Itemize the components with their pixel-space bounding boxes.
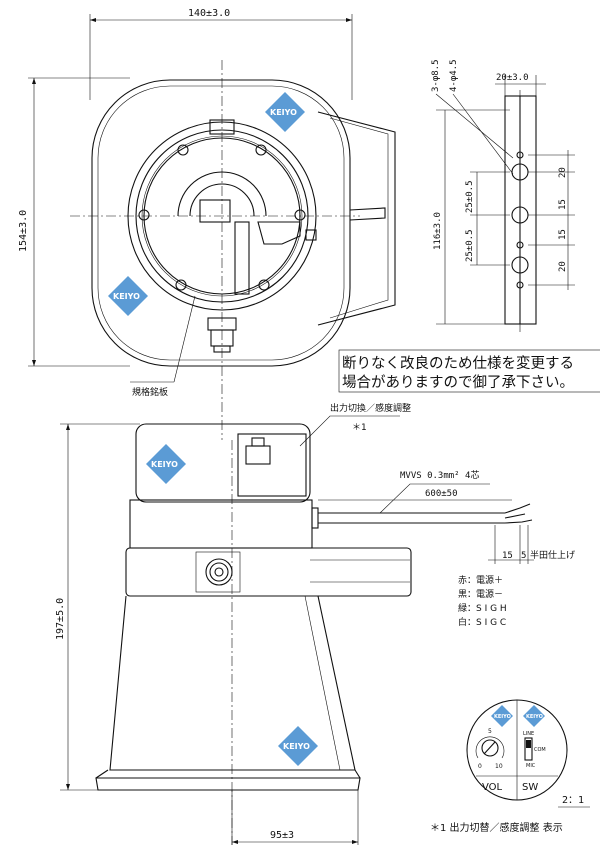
hole-label-b: 4-φ4.5 [449, 59, 459, 92]
keiyo-logo-detail-2: KEIYO [523, 705, 545, 727]
wire-green: 緑：S I G H [458, 602, 507, 614]
svg-text:KEIYO: KEIYO [283, 742, 310, 751]
wire-red: 赤：電源＋ [458, 575, 503, 586]
bracket-width-dim: 20±3.0 [496, 73, 529, 83]
switch-label: 出力切換／感度調整 [330, 402, 411, 414]
top-view: 140±3.0 154±3.0 [18, 8, 396, 440]
strip-dim-a: 15 [502, 551, 513, 561]
bracket-seg-dim-2: 15 [558, 199, 568, 210]
side-view: 197±5.0 出力切換／感度調整 ＊1 MVVS 0.3mm² 4芯 600±… [55, 402, 575, 845]
nameplate-label: 規格銘板 [132, 386, 168, 398]
bracket-seg-dim-4: 20 [558, 261, 568, 272]
sw-switch [524, 737, 533, 761]
mic-label: MIC [526, 763, 536, 769]
svg-text:KEIYO: KEIYO [526, 714, 543, 720]
bracket-seg-dim-3: 15 [558, 229, 568, 240]
notice-box: 断りなく改良のため仕様を変更する 場合がありますので御了承下さい。 [338, 349, 600, 393]
mouth-dim: 95±3 [270, 830, 294, 841]
cable-spec: MVVS 0.3mm² 4芯 [400, 469, 479, 481]
bracket-seg-dim-1: 20 [558, 167, 568, 178]
vol-dial [481, 739, 499, 757]
bracket-pitch-dim-a: 25±0.5 [465, 180, 475, 213]
top-height-dim: 154±3.0 [18, 210, 29, 252]
keiyo-logo-detail-1: KEIYO [491, 705, 513, 727]
side-height-dim: 197±5.0 [55, 598, 66, 640]
line-label: LINE [523, 731, 534, 737]
detail-footnote: ＊1 出力切替／感度調整 表示 [430, 821, 563, 834]
top-width-dim: 140±3.0 [188, 8, 230, 19]
sw-label: SW [522, 782, 538, 793]
svg-text:KEIYO: KEIYO [151, 460, 178, 469]
keiyo-logo-horn: KEIYO [278, 726, 318, 766]
switch-ref: ＊1 [352, 423, 367, 433]
hole-label-a: 3-φ8.5 [431, 59, 441, 92]
svg-text:KEIYO: KEIYO [494, 714, 511, 720]
dial-mark-10: 10 [495, 763, 503, 770]
bracket-total-dim: 116±3.0 [433, 212, 443, 250]
detail-view: KEIYO KEIYO 5 0 10 LINE COM MIC VOL SW 2… [430, 699, 590, 834]
bracket-pitch-dim-b: 25±0.5 [465, 229, 475, 262]
wire-white: 白：S I G C [458, 616, 506, 628]
detail-scale: 2：1 [562, 795, 584, 806]
dial-mark-0: 0 [478, 763, 482, 770]
bracket-view: 3-φ8.5 4-φ4.5 20±3.0 116±3.0 25±0.5 25±0… [431, 59, 575, 332]
com-label: COM [534, 747, 546, 753]
notice-line-1: 断りなく改良のため仕様を変更する [342, 355, 574, 372]
cable-length: 600±50 [425, 489, 458, 499]
strip-dim-b: 5 [521, 551, 526, 561]
keiyo-logo-left: KEIYO [108, 276, 148, 316]
keiyo-logo-top: KEIYO [265, 92, 305, 132]
svg-text:KEIYO: KEIYO [113, 292, 140, 301]
strip-note: 半田仕上げ [530, 549, 575, 561]
notice-line-2: 場合がありますので御了承下さい。 [342, 374, 574, 391]
dial-mark-5: 5 [488, 728, 492, 735]
wire-black: 黒：電源－ [458, 589, 503, 600]
keiyo-logo-side: KEIYO [146, 444, 186, 484]
svg-text:KEIYO: KEIYO [270, 108, 297, 117]
vol-label: VOL [482, 782, 503, 793]
